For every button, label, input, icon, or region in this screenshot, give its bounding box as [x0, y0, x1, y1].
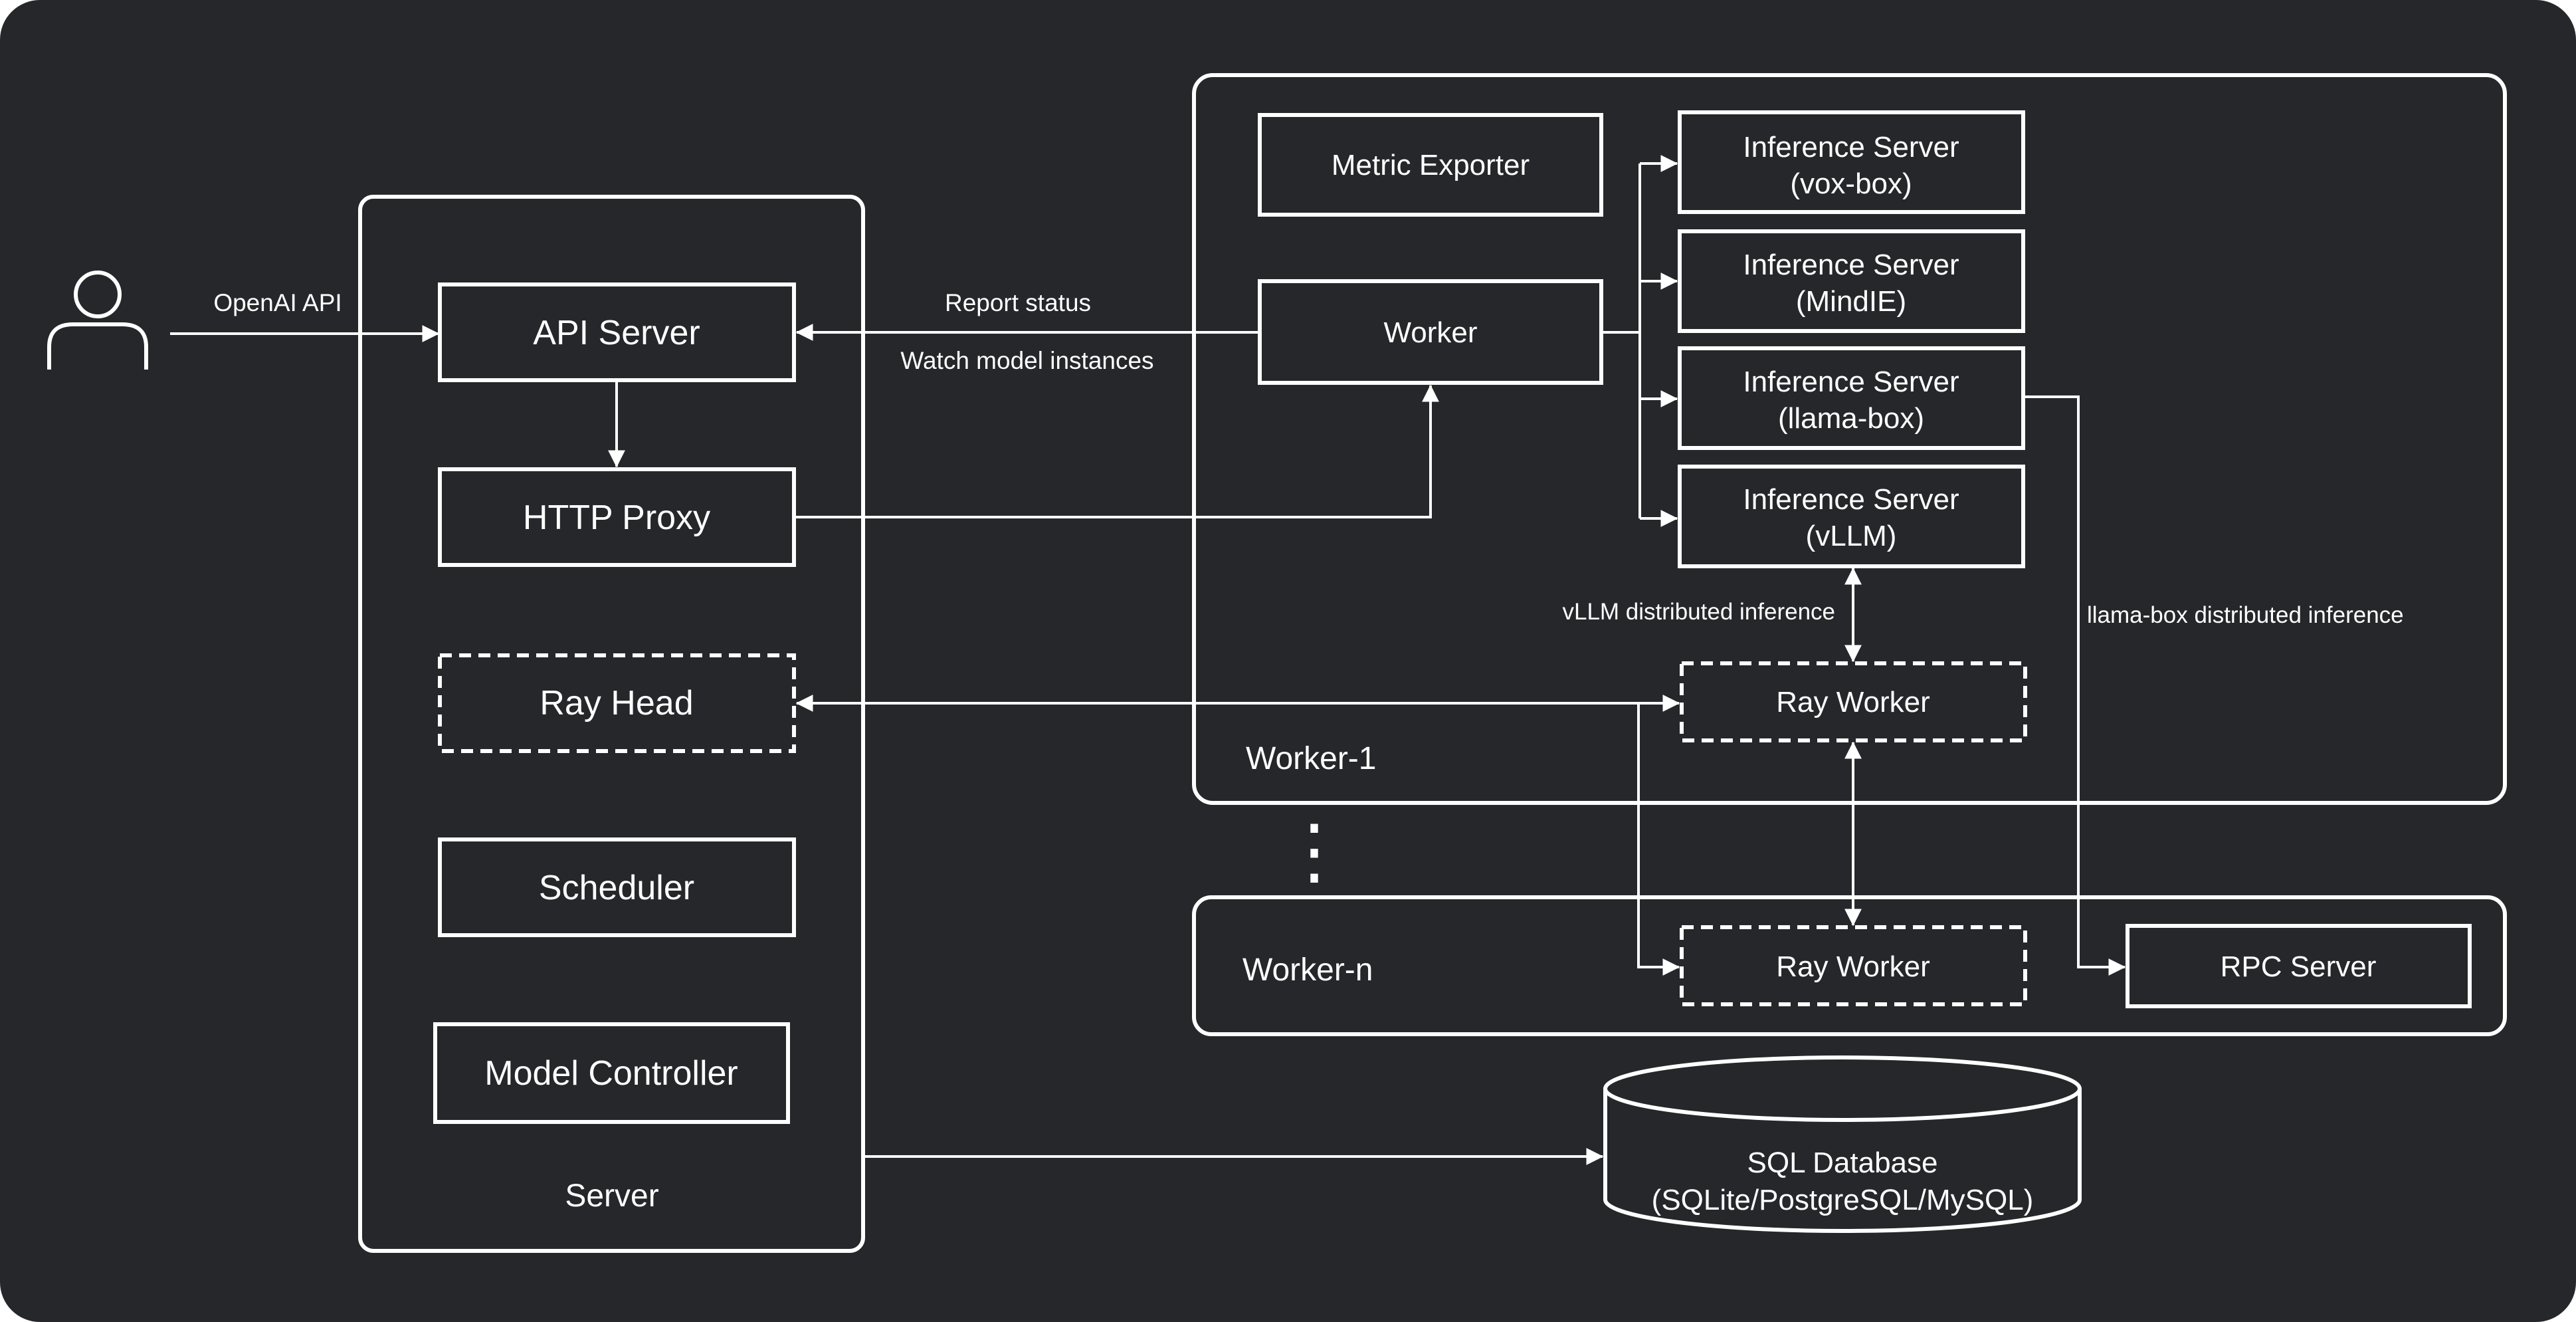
worker-n-ray-worker-label: Ray Worker — [1776, 950, 1930, 983]
ray-head-box — [438, 653, 796, 753]
model-controller-box — [433, 1022, 790, 1124]
edge-label-llama-box-distributed: llama-box distributed inference — [2087, 602, 2404, 628]
inference-server-vllm-line2: (vLLM) — [1806, 520, 1897, 552]
ray-head-label: Ray Head — [540, 684, 693, 722]
inference-server-mindie: Inference Server (MindIE) — [1678, 229, 2025, 333]
inference-server-vox-box-line1: Inference Server — [1743, 131, 1959, 164]
worker-1-ray-worker-label: Ray Worker — [1776, 686, 1930, 718]
sql-database-line1: SQL Database — [1747, 1147, 1938, 1179]
api-server-box — [438, 282, 796, 382]
model-controller-label: Model Controller — [484, 1054, 738, 1093]
edge-label-report-status: Report status — [945, 289, 1091, 316]
edge-label-openai-api: OpenAI API — [213, 289, 342, 316]
inference-server-vllm-line1: Inference Server — [1743, 483, 1959, 516]
inference-server-vox-box-line2: (vox-box) — [1790, 167, 1912, 200]
edge-label-vllm-distributed: vLLM distributed inference — [1563, 599, 1836, 625]
edge-proxy-to-worker — [794, 384, 1439, 518]
edge-worker-to-inference — [1601, 155, 1678, 527]
api-server-label: API Server — [533, 314, 700, 352]
sql-database-line2: (SQLite/PostgreSQL/MySQL) — [1652, 1184, 2034, 1216]
worker-label: Worker — [1384, 316, 1478, 349]
worker-1-label: Worker-1 — [1246, 741, 1376, 776]
http-proxy-label: HTTP Proxy — [523, 498, 710, 537]
workers-ellipsis: ⋮ — [1278, 810, 1351, 892]
rpc-server-label: RPC Server — [2221, 950, 2377, 983]
metric-exporter-box — [1258, 113, 1603, 217]
metric-exporter-label: Metric Exporter — [1332, 149, 1530, 181]
inference-server-vllm: Inference Server (vLLM) — [1678, 465, 2025, 568]
scheduler-box — [438, 837, 796, 937]
worker-n-label: Worker-n — [1242, 952, 1373, 988]
server-container — [358, 195, 865, 1253]
inference-server-llama-box-line2: (llama-box) — [1778, 402, 1924, 435]
inference-server-llama-box-line1: Inference Server — [1743, 366, 1959, 398]
edge-label-watch-model-instances: Watch model instances — [900, 347, 1153, 374]
server-label: Server — [565, 1178, 658, 1214]
inference-server-llama-box: Inference Server (llama-box) — [1678, 346, 2025, 450]
rpc-server-box — [2126, 924, 2472, 1008]
edge-llama-box-rpc — [2023, 395, 2126, 976]
inference-server-mindie-line2: (MindIE) — [1796, 285, 1906, 318]
inference-server-vox-box: Inference Server (vox-box) — [1678, 110, 2025, 214]
scheduler-label: Scheduler — [539, 869, 694, 907]
edge-ray-head-ray-worker-n — [1637, 703, 1680, 976]
inference-server-mindie-line1: Inference Server — [1743, 249, 1959, 281]
user-icon — [47, 271, 148, 370]
sql-database-cylinder — [1603, 1055, 2082, 1233]
